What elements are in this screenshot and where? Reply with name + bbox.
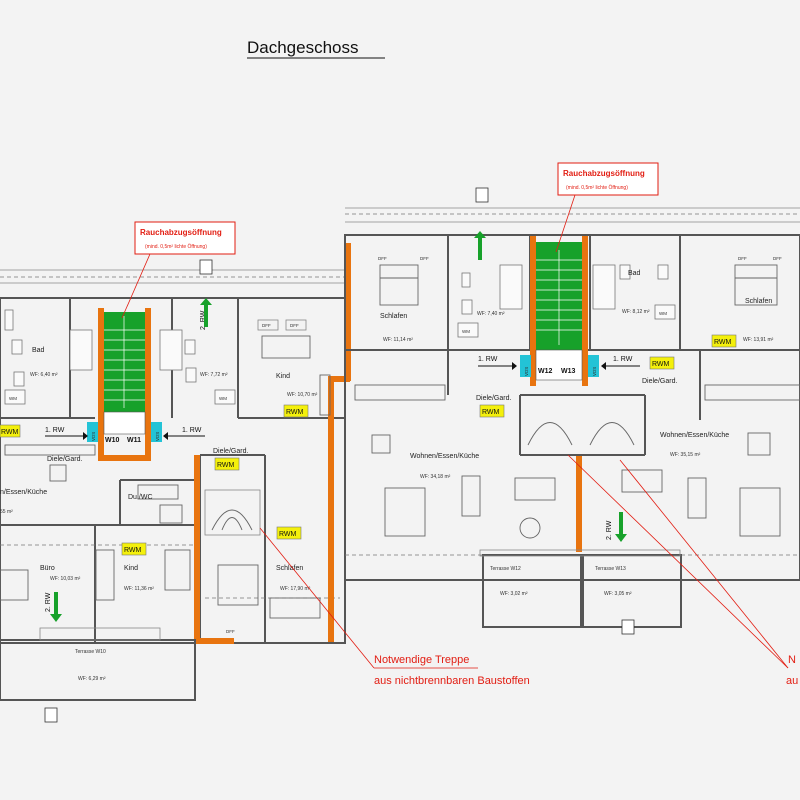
svg-text:RWM: RWM <box>652 361 670 368</box>
room-bad-w12-wf: WF: 7,40 m² <box>477 311 505 317</box>
room-schlafen-w11-wf: WF: 17,90 m² <box>280 586 311 592</box>
plan-title: Dachgeschoss <box>247 38 359 57</box>
annotations: Rauchabzugsöffnung (mind. 0,5m² lichte Ö… <box>121 162 798 687</box>
room-wohnen-w13: Wohnen/Essen/Küche <box>660 432 729 439</box>
room-terrasse-w12: Terrasse W12 <box>490 566 521 572</box>
rwm-box-w13-diele: RWM <box>649 356 675 370</box>
room-kind-w10-wf: WF: 11,36 m² <box>124 586 154 592</box>
rw2-w12: 2. RW <box>606 520 613 540</box>
room-terrasse-w10-wf: WF: 6,29 m² <box>78 676 106 682</box>
smoke-vent-sub-left: (mind. 0,5m² lichte Öffnung) <box>145 243 207 250</box>
room-bad-left2-wf: WF: 7,72 m² <box>200 372 228 378</box>
washing-machine-w10 <box>4 389 26 405</box>
washing-machine-w11 <box>214 389 236 405</box>
room-terrasse-w13-wf: WF: 3,05 m² <box>604 591 632 597</box>
room-wohnen-w10-wf: 55 m² <box>0 509 13 515</box>
tag-w11: W11 <box>127 437 141 444</box>
rwm-box-w10-diele: RWM <box>0 424 21 438</box>
smoke-vent-heading-left: Rauchabzugsöffnung <box>140 228 222 237</box>
svg-text:WM: WM <box>659 311 667 316</box>
rwm-box-w11-diele: RWM <box>214 457 240 471</box>
rw2-w11: 2. RW <box>200 310 207 330</box>
door-marker-w11 <box>151 422 162 442</box>
door-marker-w12 <box>520 355 531 377</box>
room-schlafen-w11: Schlafen <box>276 565 303 572</box>
right-building: W12 W13 VDS VDS 1. RW 1. RW 2. RW RWM RW… <box>344 187 800 635</box>
svg-text:DFF: DFF <box>378 256 387 261</box>
room-terrasse-w13: Terrasse W13 <box>595 566 626 572</box>
svg-text:RWM: RWM <box>286 409 304 416</box>
rw1-w13: 1. RW <box>613 356 633 363</box>
rwm-box-w11-kind: RWM <box>283 404 309 418</box>
svg-text:DFF: DFF <box>420 256 429 261</box>
rw1-w10: 1. RW <box>45 427 65 434</box>
room-terrasse-w12-wf: WF: 3,02 m² <box>500 591 528 597</box>
tag-w12: W12 <box>538 368 553 375</box>
svg-text:RWM: RWM <box>714 339 732 346</box>
room-kind-w10: Kind <box>124 565 138 572</box>
svg-text:DFF: DFF <box>738 256 747 261</box>
svg-text:DFF: DFF <box>290 323 299 328</box>
room-wohnen-w12: Wohnen/Essen/Küche <box>410 453 479 460</box>
rwm-box-w12-diele: RWM <box>479 404 505 418</box>
stair-note-cut-line2: au <box>786 675 798 687</box>
vds-w12: VDS <box>524 367 529 376</box>
room-wohnen-w10: n/Essen/Küche <box>0 489 47 496</box>
svg-text:RWM: RWM <box>1 429 19 436</box>
rwm-box-w11-schlafen: RWM <box>276 526 302 540</box>
room-bad-left-wf: WF: 6,40 m² <box>30 372 58 378</box>
room-kind-w11-wf: WF: 10,70 m² <box>287 392 318 398</box>
smoke-vent-sub-right: (mind. 0,5m² lichte Öffnung) <box>566 184 628 191</box>
room-diele-w10: Diele/Gard. <box>47 456 82 463</box>
svg-text:DFF: DFF <box>226 629 235 634</box>
stair-note-line2: aus nichtbrennbaren Baustoffen <box>374 675 530 687</box>
rw2-w10: 2. RW <box>45 592 52 612</box>
room-wohnen-w13-wf: WF: 35,15 m² <box>670 452 701 458</box>
vds-w10: VDS <box>91 432 96 441</box>
stair-note-cut-line1: N <box>788 654 796 666</box>
rwm-box-w10-kind: RWM <box>121 542 147 556</box>
smoke-vent-heading-right: Rauchabzugsöffnung <box>563 169 645 178</box>
rw1-w12: 1. RW <box>478 356 498 363</box>
washing-machine-w13 <box>654 304 676 320</box>
svg-text:RWM: RWM <box>482 409 500 416</box>
svg-text:RWM: RWM <box>279 531 297 538</box>
washing-machine-w12 <box>457 322 479 338</box>
door-marker-w13 <box>588 355 599 377</box>
room-duwc: Du./WC <box>128 494 153 501</box>
room-wohnen-w12-wf: WF: 34,18 m² <box>420 474 451 480</box>
tag-w13: W13 <box>561 368 576 375</box>
room-terrasse-w10: Terrasse W10 <box>75 649 106 655</box>
vds-w11: VDS <box>155 432 160 441</box>
room-kind-w11: Kind <box>276 373 290 380</box>
room-buero: Büro <box>40 565 55 572</box>
svg-text:RWM: RWM <box>217 462 235 469</box>
rw1-w11: 1. RW <box>182 427 202 434</box>
tag-w10: W10 <box>105 437 120 444</box>
room-bad-left: Bad <box>32 347 45 354</box>
room-diele-w12: Diele/Gard. <box>476 395 511 402</box>
room-schlafen-w12: Schlafen <box>380 313 407 320</box>
rwm-box-w13-schlafen: RWM <box>711 334 737 348</box>
door-marker-w10 <box>87 422 98 442</box>
svg-text:WM: WM <box>9 396 17 401</box>
room-bad-w13: Bad <box>628 270 641 277</box>
room-bad-w13-wf: WF: 8,12 m² <box>622 309 650 315</box>
svg-text:WM: WM <box>219 396 227 401</box>
svg-text:WM: WM <box>462 329 470 334</box>
svg-text:DFF: DFF <box>773 256 782 261</box>
room-diele-w13: Diele/Gard. <box>642 378 677 385</box>
svg-text:RWM: RWM <box>124 547 142 554</box>
room-buero-wf: WF: 10,03 m² <box>50 576 81 582</box>
svg-text:DFF: DFF <box>262 323 271 328</box>
room-schlafen-w13-wf: WF: 13,91 m² <box>743 337 774 343</box>
stair-note-line1: Notwendige Treppe <box>374 654 469 666</box>
vds-w13: VDS <box>592 367 597 376</box>
room-schlafen-w12-wf: WF: 11,14 m² <box>383 337 413 343</box>
room-schlafen-w13: Schlafen <box>745 298 772 305</box>
left-building: W10 W11 VDS VDS 1. RW 1. RW 2. RW 2. RW … <box>0 243 351 723</box>
room-diele-w11: Diele/Gard. <box>213 448 248 455</box>
